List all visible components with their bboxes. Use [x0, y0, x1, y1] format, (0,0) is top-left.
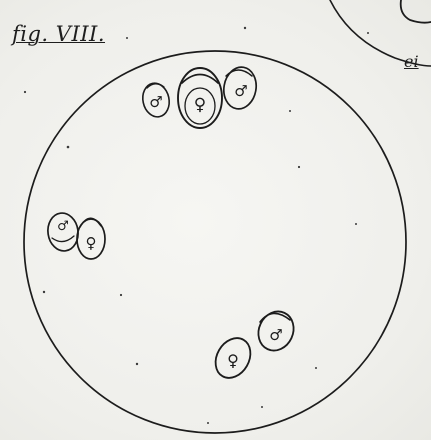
cell-male: ♂	[252, 306, 300, 357]
cell-group-top: ♂ ♀ ♂	[140, 65, 260, 128]
female-symbol-icon: ♀	[86, 234, 97, 252]
male-symbol-icon: ♂	[234, 82, 247, 100]
male-symbol-icon: ♂	[149, 93, 162, 111]
cell-female: ♀	[178, 68, 222, 128]
male-symbol-icon: ♂	[57, 219, 69, 234]
female-symbol-icon: ♀	[194, 95, 206, 115]
field-specks	[24, 27, 369, 424]
cell-male: ♂	[46, 211, 81, 253]
cell-group-left: ♂ ♀	[46, 211, 105, 259]
cell-male: ♂	[140, 81, 173, 120]
cell-female: ♀	[209, 332, 258, 384]
neighbor-figure-label-fragment: ei	[404, 52, 419, 71]
figure-label: fig. VIII.	[12, 22, 105, 46]
neighbor-cell-outline	[401, 0, 431, 23]
cell-male: ♂	[221, 65, 260, 112]
female-symbol-icon: ♀	[227, 351, 239, 370]
cell-female: ♀	[77, 218, 105, 259]
cell-group-bottom: ♀ ♂	[209, 306, 300, 384]
male-symbol-icon: ♂	[269, 326, 282, 344]
